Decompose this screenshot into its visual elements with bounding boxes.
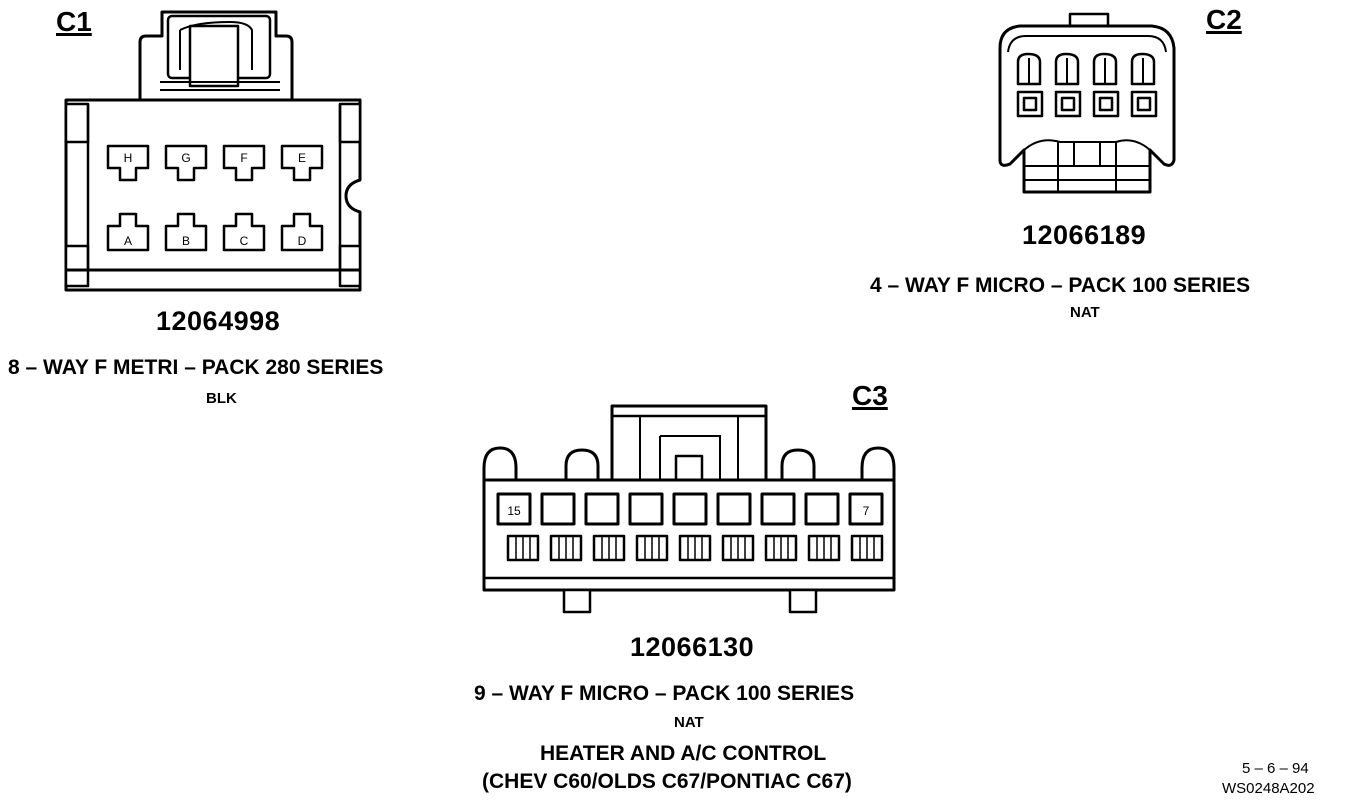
c3-label: C3	[852, 380, 888, 411]
c3-description: 9 – WAY F MICRO – PACK 100 SERIES	[474, 682, 855, 705]
c1-cavity-d: D	[280, 212, 324, 252]
c3-color: NAT	[674, 714, 704, 731]
c1-cavity-a: A	[106, 212, 150, 252]
c1-pin-label: A	[124, 234, 132, 248]
c1-color: BLK	[206, 390, 237, 407]
c3-lower-cavity	[549, 534, 583, 562]
c1-cavity-b: B	[164, 212, 208, 252]
c3-part-number: 12066130	[630, 632, 755, 662]
c1-cavity-f: F	[222, 144, 266, 182]
c2-part-number: 12066189	[1022, 220, 1147, 250]
c3-connector-drawing: 15 7	[482, 404, 896, 614]
component-name: HEATER AND A/C CONTROL	[540, 742, 827, 765]
footer-figure-id: WS0248A202	[1222, 780, 1315, 797]
footer-date: 5 – 6 – 94	[1242, 760, 1309, 777]
c2-description: 4 – WAY F MICRO – PACK 100 SERIES	[870, 274, 1251, 297]
c2-cavity	[1130, 52, 1158, 118]
c3-cavity	[804, 492, 840, 526]
c1-description: 8 – WAY F METRI – PACK 280 SERIES	[8, 356, 384, 379]
c1-pin-label: D	[298, 234, 307, 248]
c3-cavity	[760, 492, 796, 526]
c1-pin-label: B	[182, 234, 190, 248]
c1-cavity-e: E	[280, 144, 324, 182]
c2-connector-drawing	[998, 12, 1176, 194]
c1-cavity-c: C	[222, 212, 266, 252]
c1-pin-label: C	[240, 234, 249, 248]
c3-cavity	[584, 492, 620, 526]
c3-lower-cavity	[506, 534, 540, 562]
c1-pin-label: H	[124, 151, 133, 165]
c1-pin-label: E	[298, 151, 306, 165]
c3-lower-cavity	[721, 534, 755, 562]
c3-cavity: 15	[496, 492, 532, 526]
c1-pin-label: G	[181, 151, 190, 165]
c2-cavity	[1054, 52, 1082, 118]
c3-pin-label: 15	[507, 504, 521, 518]
component-applications: (CHEV C60/OLDS C67/PONTIAC C67)	[482, 770, 852, 793]
c3-lower-cavity	[850, 534, 884, 562]
c1-connector-drawing: H G F E A B C D	[64, 10, 362, 292]
c2-color: NAT	[1070, 304, 1100, 321]
c3-lower-cavity	[592, 534, 626, 562]
c1-cavity-g: G	[164, 144, 208, 182]
c2-cavity	[1016, 52, 1044, 118]
c3-cavity	[716, 492, 752, 526]
c3-cavity	[540, 492, 576, 526]
c3-cavity	[628, 492, 664, 526]
c3-lower-cavity	[807, 534, 841, 562]
c1-label: C1	[56, 6, 92, 37]
c3-lower-cavity	[635, 534, 669, 562]
c2-label: C2	[1206, 4, 1242, 35]
c1-cavity-h: H	[106, 144, 150, 182]
c1-part-number: 12064998	[156, 306, 281, 336]
c2-cavity	[1092, 52, 1120, 118]
c3-cavity: 7	[848, 492, 884, 526]
c3-pin-label: 7	[863, 504, 870, 518]
c3-lower-cavity	[678, 534, 712, 562]
c3-lower-cavity	[764, 534, 798, 562]
c3-cavity	[672, 492, 708, 526]
c1-pin-label: F	[240, 151, 247, 165]
